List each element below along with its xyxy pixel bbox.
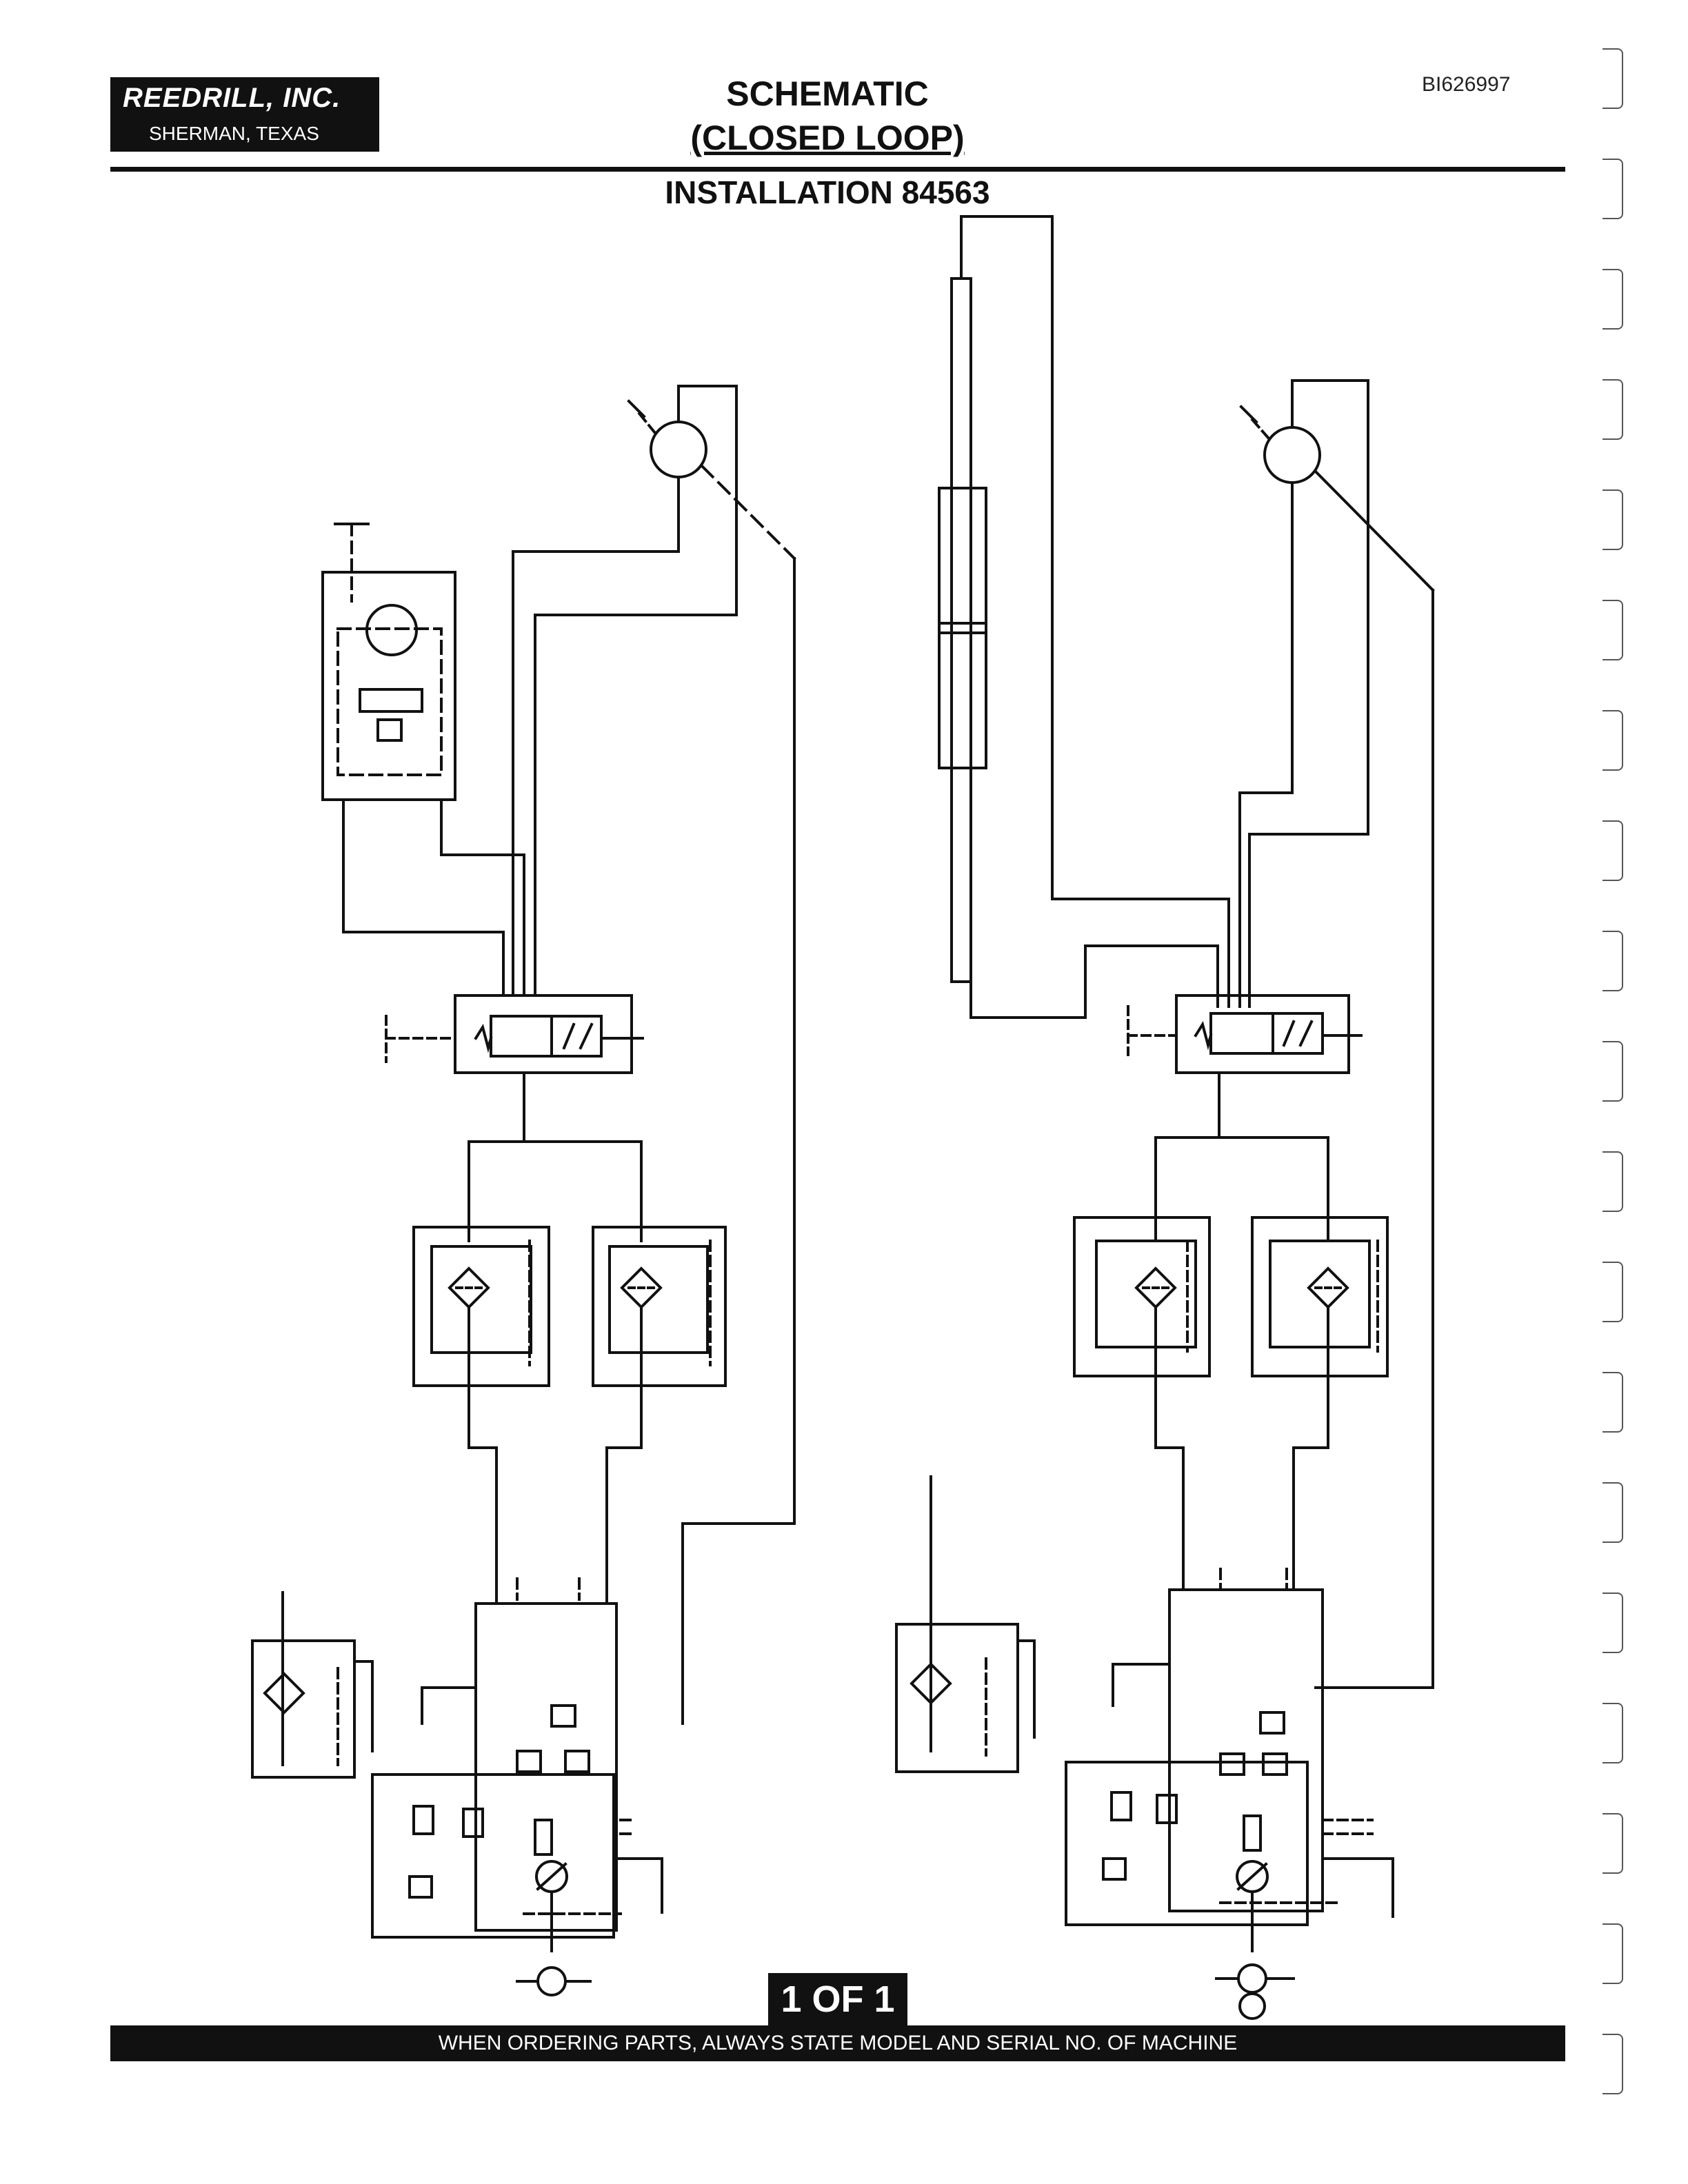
installation-label: INSTALLATION 84563 [665, 174, 990, 210]
binder-tab [1602, 710, 1623, 771]
document-id: BI626997 [1422, 73, 1511, 96]
binder-tab [1602, 1262, 1623, 1322]
right-case-drain-filter [895, 1475, 1036, 1773]
left-directional-valve [385, 994, 644, 1074]
right-hydraulic-motor [1238, 379, 1435, 1689]
binder-tab [1602, 159, 1623, 219]
right-hydraulic-cylinder [938, 215, 1230, 1019]
binder-tab [1602, 2034, 1623, 2094]
title-line-1: SCHEMATIC [726, 74, 929, 113]
binder-tab [1602, 1482, 1623, 1543]
binder-tab [1602, 269, 1623, 330]
company-name: REEDRILL, INC. [123, 83, 341, 113]
right-filter-unit-a [1073, 1216, 1211, 1449]
binder-tab [1602, 1041, 1623, 1102]
company-location: SHERMAN, TEXAS [149, 123, 319, 144]
page-title: SCHEMATIC (CLOSED LOOP) [621, 72, 1034, 160]
left-circuit [251, 385, 796, 1996]
right-circuit [895, 215, 1435, 2020]
right-filter-unit-b [1251, 1216, 1389, 1449]
left-case-drain-filter [251, 1591, 374, 1779]
company-logo: REEDRILL, INC. SHERMAN, TEXAS [110, 77, 379, 152]
left-auxiliary-motor-unit [321, 523, 456, 801]
left-pump-assembly [371, 1577, 663, 1996]
left-filter-unit-a [412, 1226, 550, 1449]
binder-tab [1602, 600, 1623, 660]
right-directional-valve [1127, 994, 1363, 1074]
left-filter-unit-b [592, 1226, 727, 1449]
binder-tab [1602, 1593, 1623, 1653]
binder-tab [1602, 379, 1623, 440]
left-hydraulic-motor [627, 385, 796, 616]
title-line-2: (CLOSED LOOP) [690, 119, 965, 157]
binder-edge-tabs [1598, 41, 1640, 2110]
binder-tab [1602, 931, 1623, 991]
header-rule [110, 167, 1565, 172]
binder-tab [1602, 489, 1623, 550]
binder-tab [1602, 1703, 1623, 1763]
binder-tab [1602, 1923, 1623, 1984]
binder-tab [1602, 820, 1623, 881]
footer-notice: WHEN ORDERING PARTS, ALWAYS STATE MODEL … [110, 2025, 1565, 2061]
binder-tab [1602, 48, 1623, 109]
right-pump-assembly [1065, 1568, 1394, 2020]
binder-tab [1602, 1372, 1623, 1433]
page-number-badge: 1 OF 1 [768, 1973, 907, 2025]
binder-tab [1602, 1813, 1623, 1874]
binder-tab [1602, 1151, 1623, 1212]
